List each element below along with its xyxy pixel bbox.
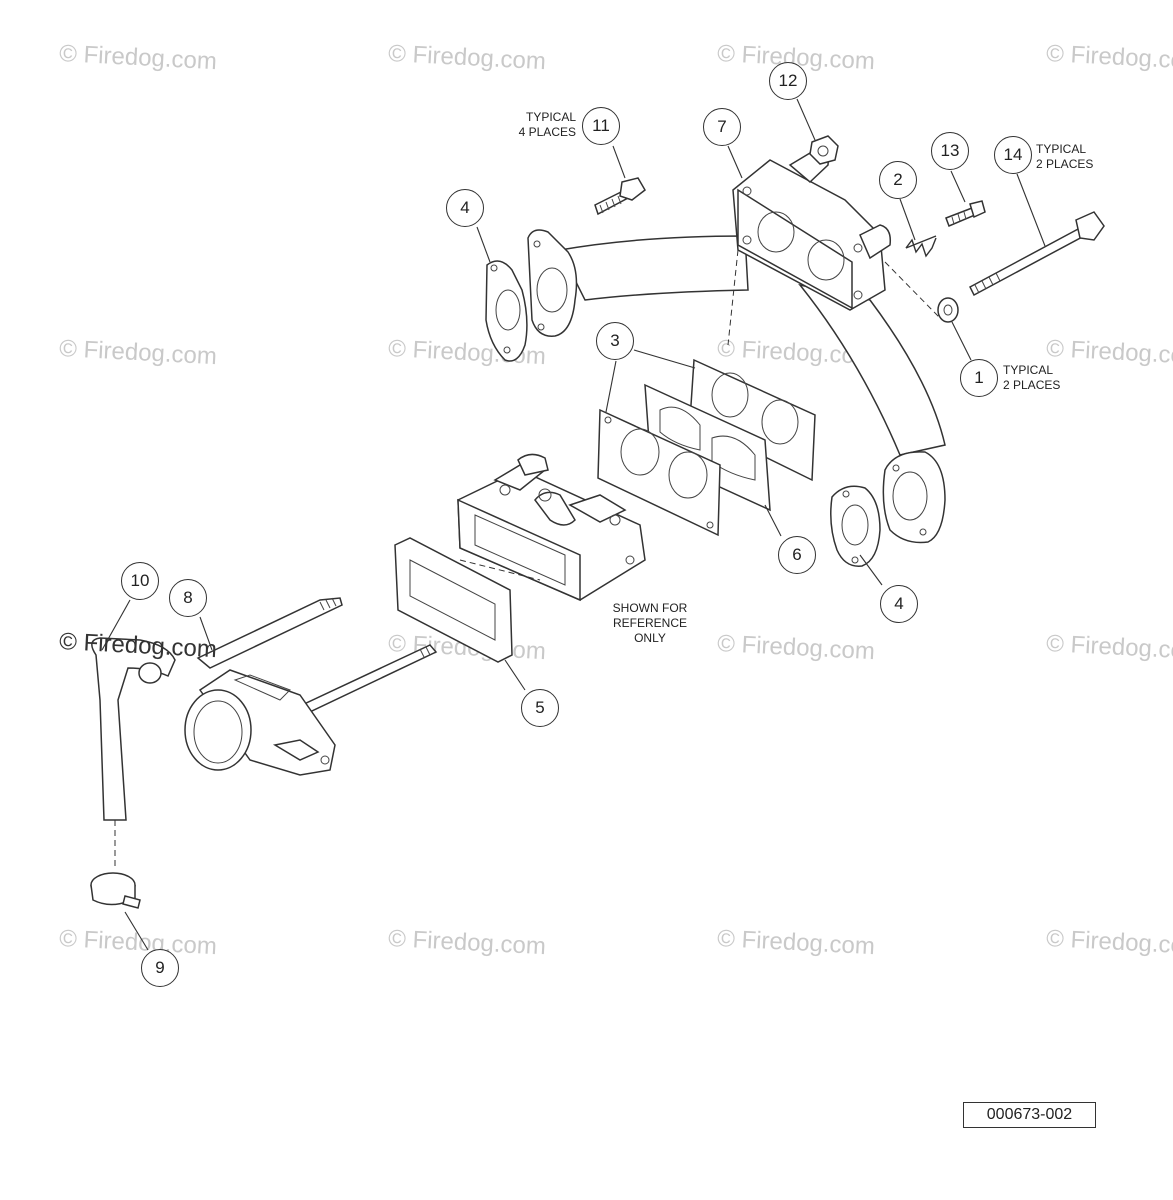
callout-1: 1 — [960, 359, 998, 397]
callout-14: 14 — [994, 136, 1032, 174]
air-intake-adapter-8 — [184, 597, 438, 776]
leader-line — [764, 504, 782, 537]
intake-manifold — [527, 149, 946, 544]
callout-3: 3 — [596, 322, 634, 360]
screw-13 — [945, 200, 986, 227]
drawing-number: 000673-002 — [963, 1102, 1096, 1128]
bolt-11 — [594, 177, 646, 216]
callout-2: 2 — [879, 161, 917, 199]
leader-line — [101, 599, 131, 651]
callout-4-upper: 4 — [446, 189, 484, 227]
callout-7: 7 — [703, 108, 741, 146]
callout-6: 6 — [778, 536, 816, 574]
gasket-4-lower — [830, 485, 881, 567]
leader-line — [504, 659, 526, 691]
callout-13: 13 — [931, 132, 969, 170]
callout-9: 9 — [141, 949, 179, 987]
hose-10 — [91, 637, 176, 821]
note-typical-2-places-washer: TYPICAL 2 PLACES — [1003, 363, 1061, 392]
leader-line — [899, 198, 916, 241]
leader-line — [951, 321, 972, 361]
leader-line — [633, 349, 696, 369]
gasket-4-upper — [485, 260, 528, 362]
note-shown-for-reference: SHOWN FOR REFERENCE ONLY — [612, 601, 688, 645]
spring-2 — [905, 235, 937, 258]
gasket-5 — [394, 537, 513, 663]
gasket-3 — [689, 358, 816, 482]
leader-line — [605, 360, 617, 413]
leader-line — [1016, 173, 1046, 247]
callout-12: 12 — [769, 62, 807, 100]
alignment-line — [884, 261, 941, 319]
note-typical-4-places: TYPICAL 4 PLACES — [518, 110, 576, 139]
callout-5: 5 — [521, 689, 559, 727]
leader-line — [124, 911, 149, 951]
leader-line — [950, 170, 966, 203]
bolt-14 — [969, 211, 1105, 297]
leader-line — [476, 226, 491, 263]
callout-11: 11 — [582, 107, 620, 145]
leader-line — [796, 98, 816, 141]
clamp-9 — [90, 872, 141, 909]
leader-line — [199, 616, 213, 651]
callout-4-lower: 4 — [880, 585, 918, 623]
alignment-line — [727, 249, 739, 346]
alignment-line — [459, 559, 541, 581]
washer-1 — [937, 297, 959, 323]
callout-8: 8 — [169, 579, 207, 617]
gasket-3-front — [597, 408, 721, 537]
carburetor-reference — [457, 453, 646, 602]
note-typical-2-places-bolt: TYPICAL 2 PLACES — [1036, 142, 1094, 171]
leader-line — [727, 145, 743, 179]
nut-12 — [809, 135, 839, 165]
leader-line — [612, 145, 626, 179]
callout-10: 10 — [121, 562, 159, 600]
leader-line — [859, 554, 883, 586]
